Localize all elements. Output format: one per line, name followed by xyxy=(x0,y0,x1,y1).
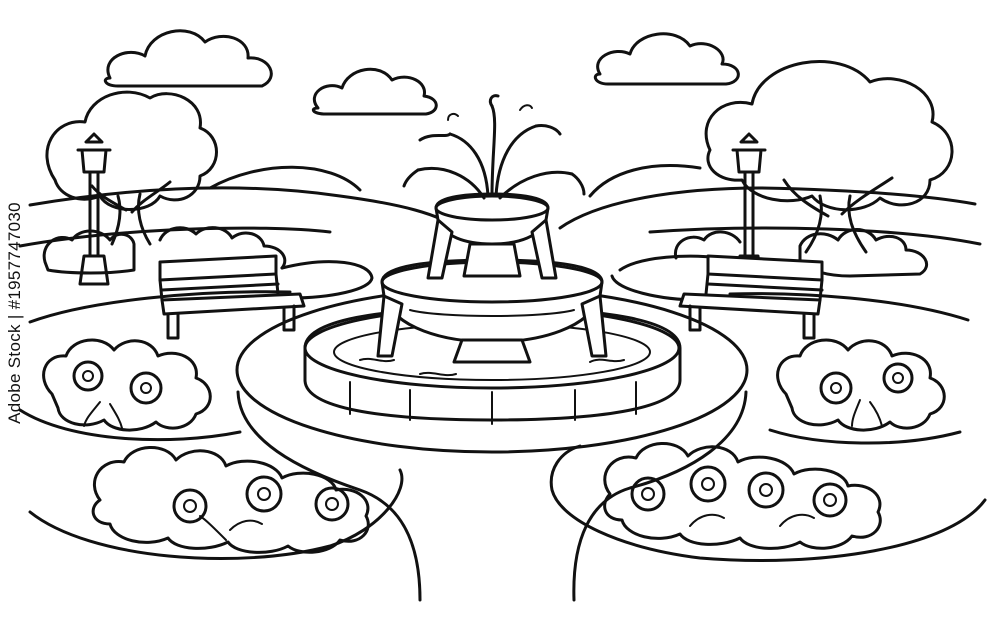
flower-bush-right-front xyxy=(605,443,881,548)
flower-bush-left-middle xyxy=(44,340,211,430)
bench-left xyxy=(160,256,304,338)
cloud-left xyxy=(105,31,271,86)
tree-right xyxy=(706,62,952,252)
bench-right xyxy=(680,256,822,338)
hedge-right xyxy=(675,230,926,277)
cloud-right xyxy=(595,34,738,84)
lamp-post-left xyxy=(78,134,110,284)
flower-bush-right-middle xyxy=(778,340,945,430)
lamp-post-right xyxy=(733,134,765,272)
cloud-center xyxy=(313,69,436,114)
fountain xyxy=(305,96,680,424)
garden-outlines xyxy=(20,256,985,560)
flower-bush-left-front xyxy=(93,447,368,552)
hedge-left xyxy=(44,228,285,273)
tree-left xyxy=(47,92,217,244)
